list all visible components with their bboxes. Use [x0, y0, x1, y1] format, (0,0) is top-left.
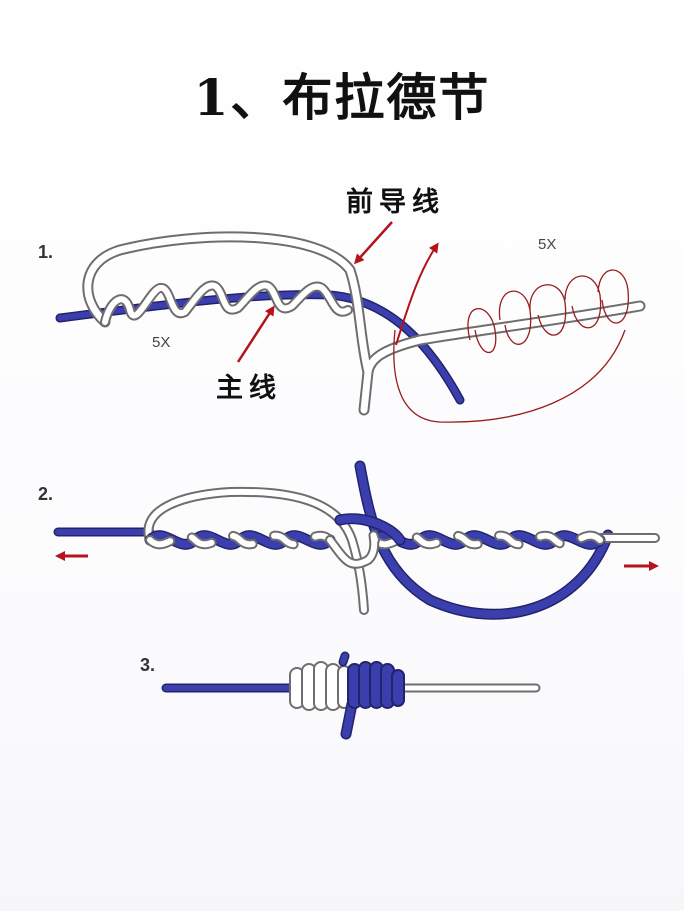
step-3-illustration — [161, 651, 541, 740]
step-1-label: 1. — [38, 242, 54, 262]
leader-line-label: 前导线 — [346, 187, 445, 218]
step-2-center-crossing — [325, 513, 406, 569]
step-2-leader-line — [143, 486, 660, 615]
tag-end-direction-arrow — [395, 242, 439, 346]
wrap-count-left: 5X — [152, 334, 171, 351]
step-1-illustration — [55, 221, 646, 423]
step-3-white-wraps — [289, 661, 351, 711]
main-line-pointer-arrow — [236, 305, 275, 363]
page-title: 1、布拉德节 — [193, 68, 491, 127]
wrap-count-right: 5X — [538, 236, 557, 253]
step-1-leader-coil-guide — [393, 269, 630, 423]
step-2-twist-right — [369, 530, 606, 550]
step-3-blue-wraps — [347, 661, 405, 709]
step-2-label: 2. — [38, 484, 54, 504]
main-line-label: 主线 — [216, 373, 282, 404]
step-1-leader-wraps — [100, 280, 353, 327]
step-2-twist-left — [144, 530, 336, 550]
leader-pointer-arrow — [353, 221, 393, 265]
step-1-leader-line — [82, 231, 646, 416]
step-2-illustration — [53, 460, 660, 620]
step-3-label: 3. — [140, 655, 156, 675]
